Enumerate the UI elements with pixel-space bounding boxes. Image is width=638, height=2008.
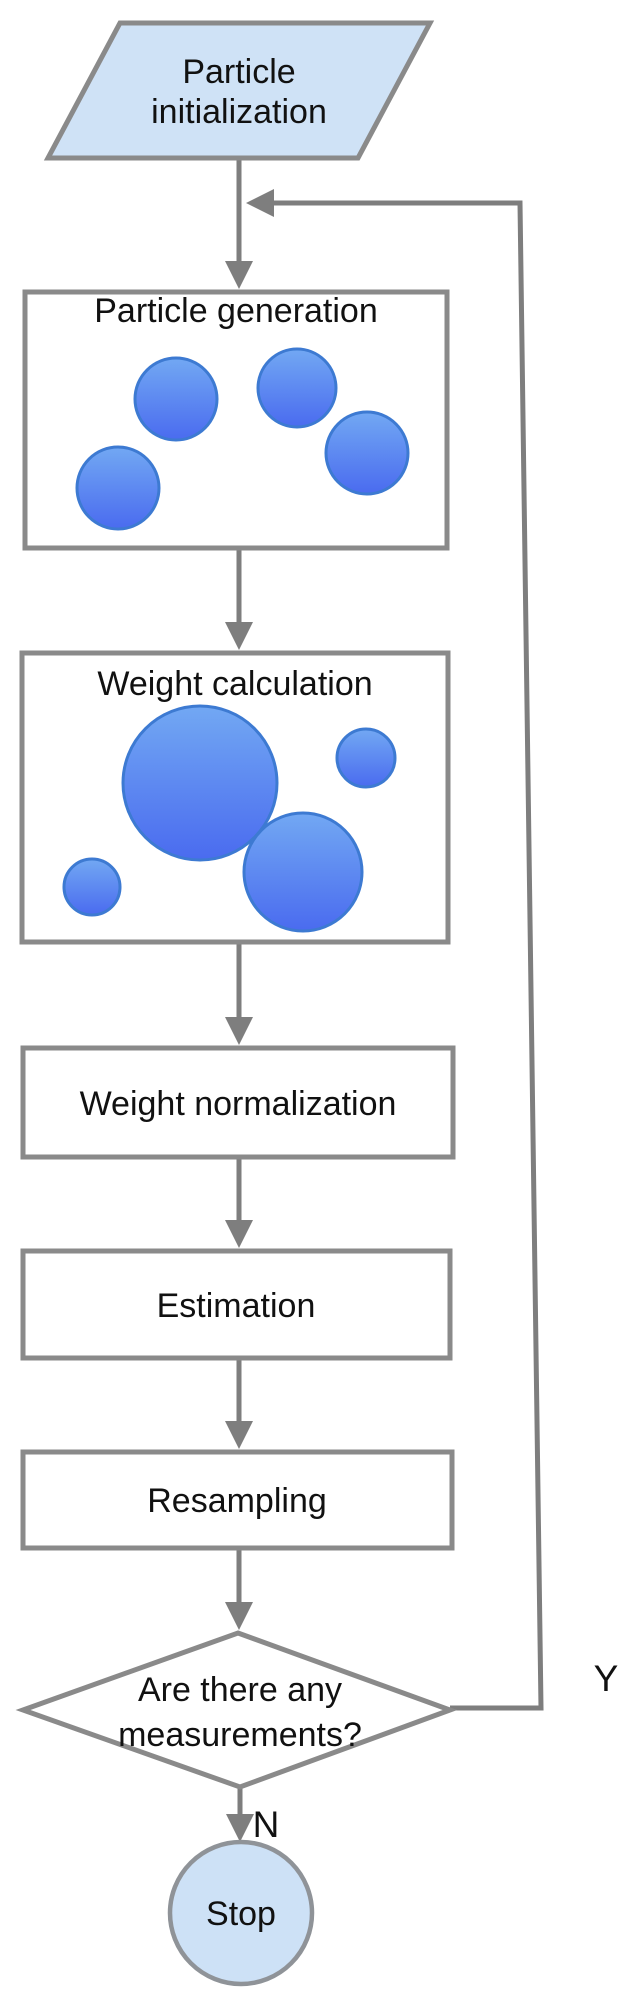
particle-circle xyxy=(324,410,410,496)
decision-diamond xyxy=(15,1630,458,1790)
yes-label: Y xyxy=(594,1658,619,1699)
particle-circle xyxy=(75,445,161,531)
arrow-generation-to-calculation xyxy=(225,548,253,650)
particle-circle xyxy=(133,356,219,442)
particle-initialization-label-line1: Particle xyxy=(182,53,295,91)
arrow-init-to-generation xyxy=(225,158,253,289)
no-label: N xyxy=(253,1804,280,1845)
arrow-estimation-to-resampling xyxy=(225,1358,253,1449)
node-stop: Stop xyxy=(167,1839,315,1987)
estimation-box xyxy=(20,1248,453,1361)
node-particle-initialization: Particle initialization xyxy=(43,20,435,161)
weight-normalization-label: Weight normalization xyxy=(80,1085,397,1123)
node-weight-normalization: Weight normalization xyxy=(20,1045,456,1160)
decision-label-line1: Are there any xyxy=(138,1671,342,1709)
particle-circle xyxy=(256,347,338,429)
resampling-label: Resampling xyxy=(147,1482,327,1520)
node-decision: Are there any measurements? xyxy=(15,1630,458,1790)
particle-generation-label: Particle generation xyxy=(94,292,378,330)
feedback-arrow-yes xyxy=(246,189,544,1711)
arrow-decision-to-stop-no xyxy=(226,1787,254,1842)
node-weight-calculation: Weight calculation xyxy=(19,650,451,945)
node-resampling: Resampling xyxy=(20,1449,455,1551)
particle-circle-large xyxy=(121,704,279,862)
node-estimation: Estimation xyxy=(20,1248,453,1361)
decision-label-line2: measurements? xyxy=(118,1716,362,1754)
resampling-box xyxy=(20,1449,455,1551)
arrow-normalization-to-estimation xyxy=(225,1157,253,1248)
feedback-arrowhead xyxy=(246,189,274,217)
node-particle-generation: Particle generation xyxy=(22,289,450,551)
arrow-resampling-to-decision xyxy=(225,1548,253,1630)
weight-normalization-box xyxy=(20,1045,456,1160)
estimation-label: Estimation xyxy=(157,1287,316,1325)
particle-circle-small xyxy=(335,727,397,789)
stop-label: Stop xyxy=(206,1895,276,1933)
parallelogram-shape xyxy=(43,20,435,161)
particle-circle-small xyxy=(62,857,122,917)
arrow-calculation-to-normalization xyxy=(225,942,253,1045)
weight-calculation-label: Weight calculation xyxy=(97,665,372,703)
particle-circle-medium xyxy=(242,811,364,933)
stop-circle xyxy=(167,1839,315,1987)
particle-initialization-label-line2: initialization xyxy=(151,93,327,131)
